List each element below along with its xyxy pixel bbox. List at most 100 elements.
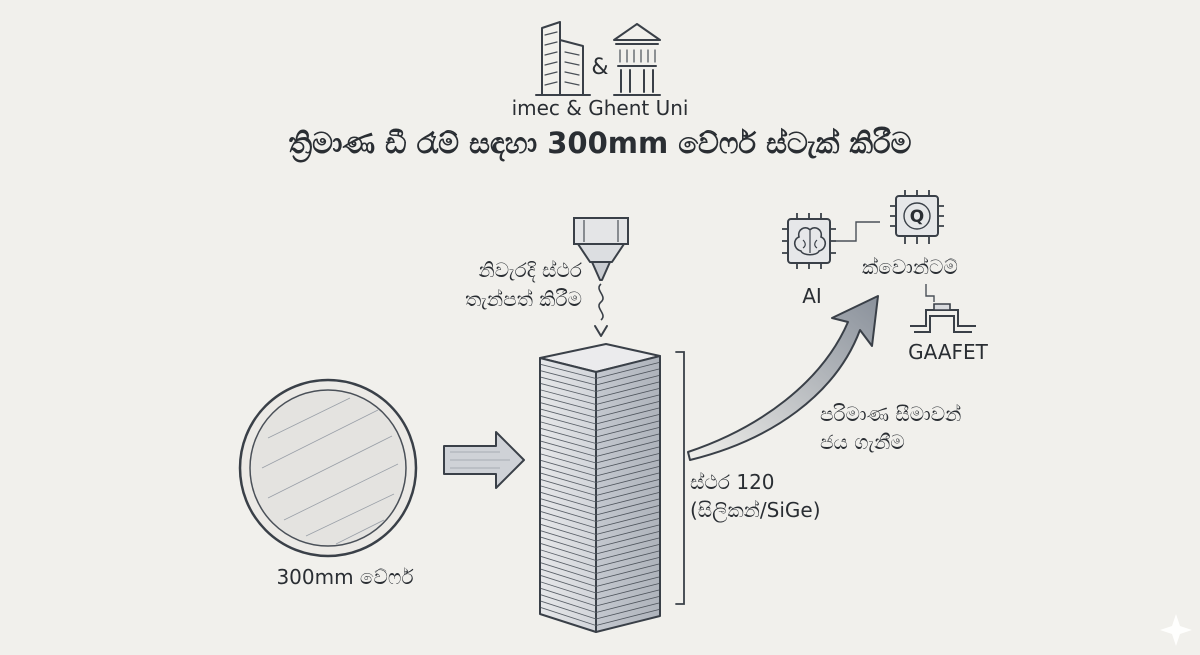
scaling-label: පරිමාණ සීමාවන් ජය ගැනීම (820, 400, 961, 456)
stack-layer-line (540, 440, 597, 457)
stack-layer-line (595, 550, 660, 568)
stack-height-bracket (675, 351, 685, 605)
stack-layer-line (595, 388, 660, 405)
stack-layer-line (540, 363, 597, 379)
deposition-label-line2: තැන්පත් කිරීම (465, 287, 582, 311)
stack-layer-line (595, 472, 660, 490)
stack-layer-line (540, 370, 597, 386)
gaafet-connector (925, 284, 935, 302)
stack-layer-line (540, 555, 597, 574)
stack-layer-line (595, 394, 660, 412)
stack-layer-line (595, 498, 660, 516)
layer-stack-icon (539, 343, 661, 633)
sparkle-icon (1160, 614, 1192, 646)
stack-layer-line (595, 433, 660, 451)
stack-layer-line (595, 368, 660, 386)
stack-layer-line (540, 536, 597, 555)
stack-layer-line (595, 570, 660, 587)
growth-arrow-icon (687, 295, 879, 461)
stack-layer-line (540, 383, 597, 399)
stack-layer-line (595, 420, 660, 438)
stack-layer-line (540, 402, 597, 418)
stack-layer-line (595, 511, 660, 529)
stack-layer-line (540, 594, 597, 613)
gaafet-transistor-icon (910, 303, 976, 333)
stack-layer-line (595, 537, 660, 555)
stack-label: ස්ථර 120 (සිලිකන්/SiGe) (690, 468, 821, 524)
stack-layer-line (595, 505, 660, 522)
stack-layer-line (595, 440, 660, 457)
stack-layer-line (595, 375, 660, 392)
stack-layer-line (540, 600, 597, 620)
ai-label: AI (802, 284, 822, 308)
scaling-label-line2: ජය ගැනීම (820, 430, 905, 454)
deposition-label-line1: නිවැරදි ස්ථර (478, 258, 582, 282)
quantum-chip-letter: Q (910, 207, 924, 227)
stack-layer-line (540, 415, 597, 431)
stack-layer-line (540, 485, 597, 503)
stack-layer-line (540, 479, 597, 496)
stack-layer-line (540, 549, 597, 568)
stack-layer-line (595, 589, 660, 607)
stack-layer-line (595, 362, 660, 379)
stack-layer-line (540, 408, 597, 425)
stack-layer-line (540, 607, 597, 626)
stack-layer-line (540, 466, 597, 483)
stack-layer-line (595, 381, 660, 399)
quantum-chip-icon: Q (890, 190, 944, 244)
stack-layer-line (540, 376, 597, 392)
scaling-label-line1: පරිමාණ සීමාවන් (820, 402, 962, 426)
deposition-label: නිවැරදි ස්ථර තැන්පත් කිරීම (432, 256, 582, 314)
brain-chip-icon (782, 213, 880, 269)
stack-layer-line (540, 504, 597, 522)
stack-layer-line (595, 446, 660, 464)
stack-layer-line (540, 389, 597, 405)
stack-layer-line (595, 466, 660, 483)
stack-layer-line (595, 596, 660, 613)
stack-layer-line (540, 568, 597, 587)
stack-layer-line (540, 453, 597, 470)
stack-layer-line (595, 492, 660, 509)
stack-layer-line (595, 479, 660, 496)
university-icon (613, 23, 661, 96)
wafer-icon (238, 378, 418, 558)
stack-layer-line (540, 587, 597, 607)
stack-layer-line (540, 491, 597, 509)
header-ampersand: & (591, 55, 608, 80)
right-arrow-icon (443, 431, 525, 489)
stack-layer-line (595, 407, 660, 425)
stack-layer-line (540, 434, 597, 451)
stack-layer-line (540, 472, 597, 490)
stack-layer-line (540, 517, 597, 535)
stack-layer-line (595, 427, 660, 444)
stack-layer-line (595, 563, 660, 581)
stack-layer-line (595, 531, 660, 548)
stack-layer-line (595, 485, 660, 503)
stack-layer-lines (540, 362, 660, 626)
stack-layer-line (540, 427, 597, 444)
stack-layer-line (595, 401, 660, 418)
stack-layer-line (540, 447, 597, 464)
stack-layer-line (540, 523, 597, 542)
stack-layer-line (540, 459, 597, 477)
stack-layer-line (540, 498, 597, 516)
buildings-icon (535, 21, 591, 96)
organization-label: imec & Ghent Uni (511, 96, 689, 120)
stack-layer-line (595, 544, 660, 561)
stack-layer-line (540, 530, 597, 548)
stack-layer-line (540, 562, 597, 581)
stack-label-line2: (සිලිකන්/SiGe) (690, 498, 821, 522)
stack-layer-line (540, 395, 597, 412)
stack-layer-line (540, 511, 597, 529)
stack-label-line1: ස්ථර 120 (690, 470, 775, 494)
stack-layer-line (595, 459, 660, 477)
stack-layer-line (595, 518, 660, 535)
page-title: ත්‍රිමාණ ඩී රෑම් සඳහා 300mm වේෆර් ස්ටැක්… (288, 126, 912, 160)
stack-layer-line (595, 414, 660, 431)
wafer-label: 300mm වේෆර් (276, 565, 414, 589)
stack-layer-line (595, 609, 660, 626)
gaafet-label: GAAFET (908, 340, 988, 364)
stack-layer-line (540, 575, 597, 594)
